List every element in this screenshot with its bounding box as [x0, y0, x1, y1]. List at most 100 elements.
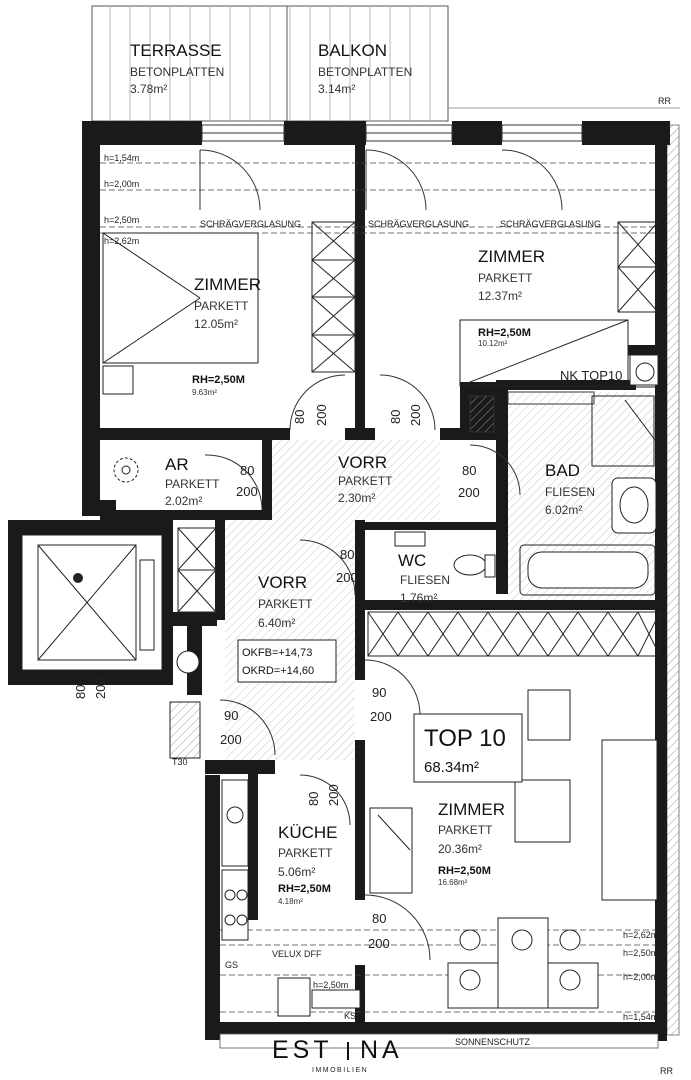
zimmer-living-name: ZIMMER: [438, 800, 505, 819]
brand-logo-right: NA: [360, 1036, 403, 1064]
unit-label: TOP 10: [424, 725, 506, 752]
schraeg-label-2: SCHRÄGVERGLASUNG: [368, 219, 469, 229]
wc-area: 1.76m²: [400, 591, 437, 605]
zimmer-living-area: 20.36m²: [438, 842, 482, 856]
door7-w: 90: [372, 685, 386, 700]
door3-w: 80: [240, 463, 254, 478]
height-left-1: h=1,54m: [104, 153, 139, 163]
right-wall-outer: [666, 124, 680, 1036]
schraeg-label-1: SCHRÄGVERGLASUNG: [200, 219, 301, 229]
zimmer-left-floor: PARKETT: [194, 299, 249, 313]
door2-w: 80: [388, 410, 403, 424]
vorr-top-name: VORR: [338, 453, 387, 472]
door10-h: 200: [368, 936, 390, 951]
zimmer-right-area: 12.37m²: [478, 289, 522, 303]
zimmer-right-name: ZIMMER: [478, 247, 545, 266]
zimmer-right-floor: PARKETT: [478, 271, 533, 285]
height-left-4: h=2,62m: [104, 236, 139, 246]
balkon-name: BALKON: [318, 41, 387, 60]
okfb-value: OKFB=+14,73: [242, 647, 312, 659]
nk-label: NK TOP10: [560, 368, 622, 383]
exterior-walls: [82, 121, 670, 1041]
terrace-grid: [91, 5, 449, 122]
zimmer-living-rh: RH=2,50M: [438, 865, 491, 877]
schraeg-label-3: SCHRÄGVERGLASUNG: [500, 219, 601, 229]
height-left-3: h=2,50m: [104, 215, 139, 225]
door8-w: 90: [224, 708, 238, 723]
brand-subtitle: IMMOBILIEN: [312, 1067, 368, 1074]
door10-w: 80: [372, 911, 386, 926]
rr-bottom-label: RR: [660, 1066, 673, 1076]
height-right-4: h=1,54m: [623, 1012, 658, 1022]
gs-label: GS: [225, 960, 238, 970]
bad-area: 6.02m²: [545, 503, 582, 517]
ks-label: KS: [344, 1011, 356, 1021]
terrasse-area: 3.78m²: [130, 82, 167, 96]
door3-h: 200: [236, 484, 258, 499]
kitchen-fixtures: [169, 701, 361, 1017]
unit-area: 68.34m²: [424, 759, 479, 776]
vorr-top-floor-label: PARKETT: [338, 474, 393, 488]
vorr-main-area: 6.40m²: [258, 616, 295, 630]
okrd-value: OKRD=+14,60: [242, 665, 314, 677]
door5-h: 200: [336, 570, 358, 585]
door-swings: [199, 149, 563, 961]
interior-walls: [100, 145, 660, 1022]
sonnenschutz-band: [219, 1033, 659, 1049]
bed-outlines: [102, 232, 657, 395]
elevator-h: 200: [93, 677, 108, 699]
bathroom-fixtures: [113, 354, 659, 674]
brand-logo-left: EST: [272, 1036, 333, 1064]
balkon-area: 3.14m²: [318, 82, 355, 96]
zimmer-living-rh-area: 16.68m²: [438, 878, 468, 887]
vorr-top-floor: [272, 440, 440, 520]
vorr-main-name: VORR: [258, 573, 307, 592]
ar-area: 2.02m²: [165, 494, 202, 508]
kueche-rh-area: 4.18m²: [278, 897, 303, 906]
balkon-floor: BETONPLATTEN: [318, 65, 412, 79]
velux-label: VELUX DFF: [272, 949, 322, 959]
door4-w: 80: [462, 463, 476, 478]
terrasse-floor: BETONPLATTEN: [130, 65, 224, 79]
kueche-name: KÜCHE: [278, 823, 338, 842]
zimmer-left-name: ZIMMER: [194, 275, 261, 294]
kueche-floor: PARKETT: [278, 846, 333, 860]
elevator-w: 80: [73, 685, 88, 699]
kueche-rh: RH=2,50M: [278, 883, 331, 895]
zimmer-right-rh: RH=2,50M: [478, 327, 531, 339]
terrasse-name: TERRASSE: [130, 41, 222, 60]
elevator: [8, 520, 173, 685]
door1-h: 200: [314, 404, 329, 426]
door1-w: 80: [292, 410, 307, 424]
t30-label: T30: [172, 757, 188, 767]
zimmer-left-rh: RH=2,50M: [192, 374, 245, 386]
rr-top-label: RR: [658, 96, 671, 106]
top-windows: [201, 124, 583, 142]
height-right-1: h=2,62m: [623, 930, 658, 940]
bad-name: BAD: [545, 461, 580, 480]
height-left-2: h=2,00m: [104, 179, 139, 189]
door9-w: 80: [306, 792, 321, 806]
zimmer-right-rh-area: 10.12m²: [478, 339, 508, 348]
ar-floor: PARKETT: [165, 477, 220, 491]
sonnenschutz-label: SONNENSCHUTZ: [455, 1037, 531, 1047]
wc-name: WC: [398, 551, 426, 570]
door9-h: 200: [326, 784, 341, 806]
door2-h: 200: [408, 404, 423, 426]
living-furniture: [369, 689, 658, 1009]
h-right-label: h=2,50m: [313, 980, 348, 990]
wardrobes: [177, 221, 661, 657]
vorr-top-area: 2.30m²: [338, 491, 375, 505]
door5-w: 80: [340, 547, 354, 562]
zimmer-left-rh-area: 9.63m²: [192, 388, 217, 397]
unit-box: [413, 713, 523, 783]
ar-name: AR: [165, 455, 189, 474]
door7-h: 200: [370, 709, 392, 724]
kueche-area: 5.06m²: [278, 865, 315, 879]
vorr-main-floor-label: PARKETT: [258, 597, 313, 611]
level-box: [237, 639, 337, 683]
bad-floor-label: FLIESEN: [545, 485, 595, 499]
door8-h: 200: [220, 732, 242, 747]
height-right-3: h=2,00m: [623, 972, 658, 982]
